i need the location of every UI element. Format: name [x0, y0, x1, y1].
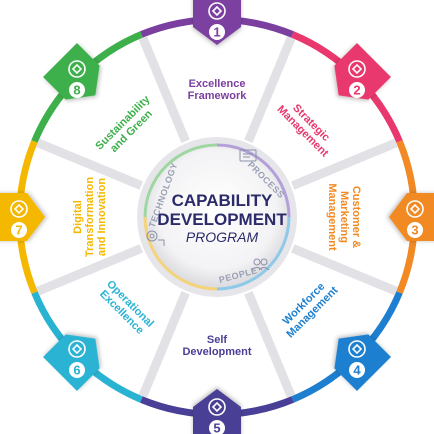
- hub-accent-arc-4: [143, 143, 218, 218]
- technology-icon: [146, 230, 165, 246]
- center-hub: CAPABILITY DEVELOPMENT PROGRAM PROCESS P…: [137, 137, 297, 297]
- lightbulb-gears-icon: [10, 200, 28, 218]
- spoke-divider: [138, 36, 190, 143]
- tab-number: 7: [15, 223, 22, 238]
- segment-tab-1: 1: [193, 0, 241, 45]
- tab-content: 3: [406, 200, 424, 238]
- rim-arc-1: [140, 16, 294, 38]
- tab-shape: [193, 0, 241, 45]
- hub-accent-arc: [216, 143, 291, 218]
- chart-magnifier-icon: [68, 340, 86, 358]
- spoke-divider: [244, 36, 296, 143]
- spoke-divider: [291, 138, 398, 190]
- segment-tab-6: 6: [43, 334, 100, 391]
- center-title-line2: DEVELOPMENT: [157, 210, 287, 229]
- head-gear-icon: [208, 398, 226, 416]
- tab-shape: [334, 43, 391, 100]
- tab-number-badge: [11, 222, 27, 238]
- tab-content: 6: [68, 340, 86, 379]
- segment-tab-7: 7: [0, 193, 45, 241]
- network-gear-icon: [348, 340, 366, 358]
- spoke-divider: [36, 138, 143, 190]
- segment-label-line: Management: [326, 183, 338, 251]
- segment-label-line: Excellence: [189, 78, 246, 90]
- people-icon: [251, 258, 270, 271]
- tab-number: 5: [213, 421, 220, 434]
- segment-tab-2: 2: [334, 43, 391, 100]
- tab-content: 8: [68, 60, 86, 98]
- tab-number-badge: [407, 222, 423, 238]
- tab-content: 7: [10, 200, 28, 238]
- segment-label-line: Development: [182, 346, 251, 358]
- hub-accent-arc-2: [216, 216, 291, 291]
- tab-number-badge: [209, 24, 225, 40]
- tab-number-badge: [209, 420, 225, 434]
- process-icon: [239, 149, 257, 162]
- center-title-line1: CAPABILITY: [172, 191, 273, 210]
- tab-number: 3: [411, 223, 418, 238]
- tab-number: 2: [353, 82, 360, 97]
- rim-arc-2: [291, 31, 403, 143]
- segment-label-line: Self: [207, 334, 228, 346]
- rim-arc-5: [140, 396, 294, 418]
- hub-accent-arc-3: [143, 216, 218, 291]
- tab-content: 1: [208, 2, 226, 40]
- tab-shape: [43, 43, 100, 100]
- tab-number-badge: [68, 81, 85, 98]
- segment-label-line: Transformation: [84, 177, 96, 257]
- chess-knight-icon: [348, 60, 366, 78]
- rim-arc-7: [16, 140, 38, 294]
- segment-tab-3: 3: [389, 193, 434, 241]
- tab-number-badge: [349, 81, 366, 98]
- rim-arc-4: [291, 291, 403, 403]
- center-subtitle: PROGRAM: [186, 229, 259, 245]
- tab-number: 4: [353, 363, 361, 378]
- spoke-divider: [36, 244, 143, 296]
- segment-tab-5: 5: [193, 389, 241, 434]
- segment-label-line: and Innovation: [96, 178, 108, 257]
- tab-number: 6: [73, 363, 80, 378]
- segment-label-line: Marketing: [338, 191, 350, 243]
- spoke-divider: [244, 291, 296, 398]
- tab-number-badge: [68, 362, 85, 379]
- tab-number-badge: [349, 362, 366, 379]
- recycle-globe-icon: [68, 60, 86, 78]
- spoke-divider: [291, 244, 398, 296]
- tab-content: 4: [348, 340, 366, 379]
- target-icon: [406, 200, 424, 218]
- segment-label-line: Digital: [72, 200, 84, 234]
- tab-number: 1: [213, 25, 220, 40]
- segment-tab-8: 8: [43, 43, 100, 100]
- spoke-divider: [138, 291, 190, 398]
- tab-content: 5: [208, 398, 226, 434]
- segment-label-line: Customer &: [350, 186, 362, 248]
- tab-number: 8: [73, 82, 80, 97]
- rim-arc-6: [31, 291, 143, 403]
- rim-arc-8: [31, 31, 143, 143]
- rim-arc-3: [396, 140, 418, 294]
- segment-label-line: Framework: [188, 90, 248, 102]
- tab-content: 2: [348, 60, 366, 98]
- segment-tab-4: 4: [334, 334, 391, 391]
- rocket-icon: [208, 2, 226, 20]
